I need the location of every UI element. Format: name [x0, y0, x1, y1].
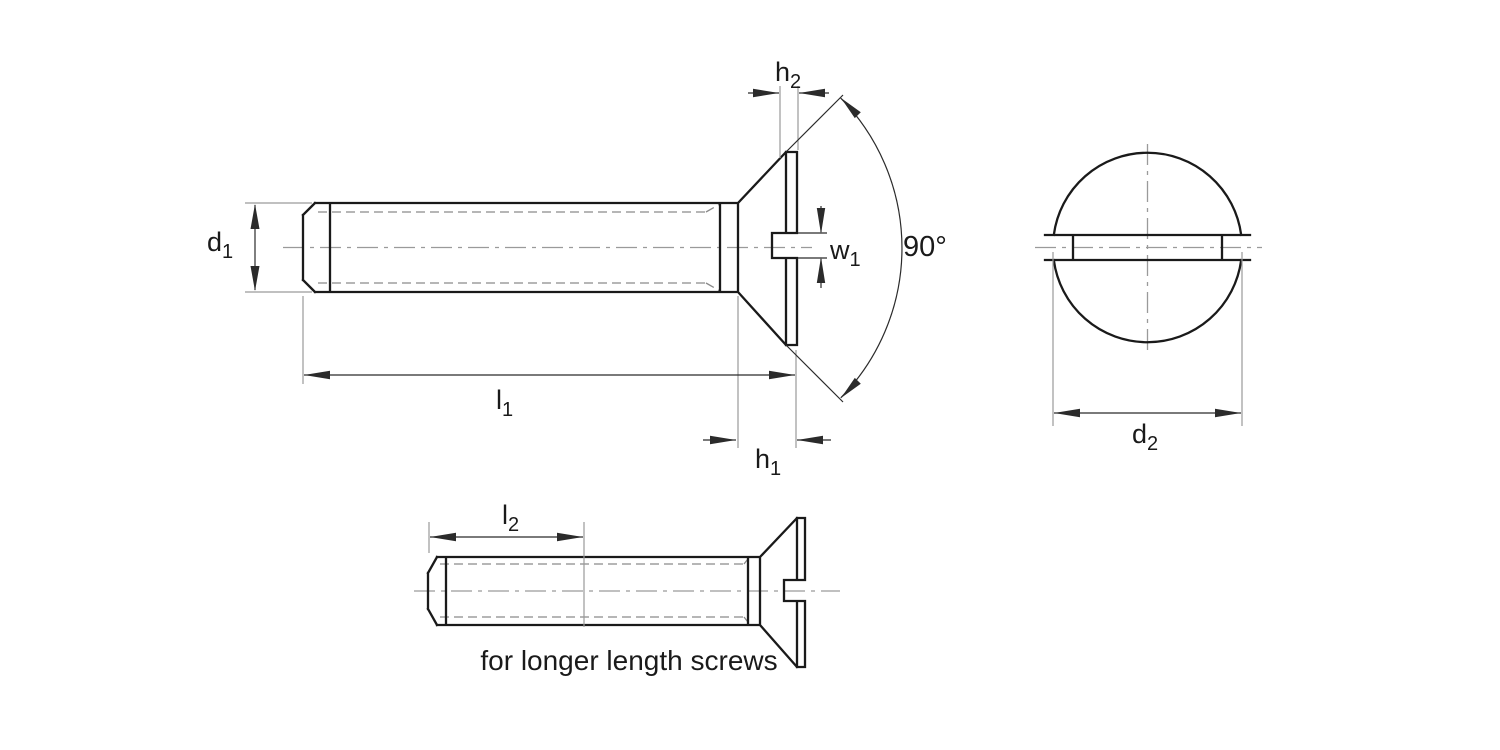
- label-l1-sub: 1: [502, 399, 513, 421]
- long-screw-caption: for longer length screws: [480, 645, 777, 676]
- label-l1: l1: [496, 385, 513, 421]
- label-d1: d1: [207, 227, 233, 263]
- label-l1-base: l: [496, 385, 502, 415]
- label-d2-sub: 2: [1147, 433, 1158, 455]
- label-90-degrees: 90°: [903, 231, 947, 263]
- label-l2-sub: 2: [508, 514, 519, 536]
- front-view: d2: [1035, 144, 1262, 455]
- label-h1-sub: 1: [770, 458, 781, 480]
- label-h1: h1: [755, 444, 781, 480]
- label-h1-base: h: [755, 444, 770, 474]
- label-h2-base: h: [775, 57, 790, 87]
- side-arrowheads: [250, 88, 861, 445]
- side-extension-lines: [245, 86, 799, 448]
- side-screw-outline: [301, 150, 799, 347]
- label-h2-sub: 2: [790, 71, 801, 93]
- label-d1-base: d: [207, 227, 222, 257]
- label-d1-sub: 1: [222, 241, 233, 263]
- label-w1-base: w: [829, 235, 850, 265]
- side-dimension-lines: [254, 92, 903, 441]
- front-extension-lines: [1052, 252, 1243, 426]
- label-l2-base: l: [502, 500, 508, 530]
- label-d2: d2: [1132, 419, 1158, 455]
- label-w1: w1: [829, 235, 861, 271]
- long-screw-extension-lines: [428, 522, 585, 627]
- long-screw-view: l2 for longer length screws: [414, 500, 840, 676]
- front-centerlines: [1035, 144, 1262, 352]
- label-w1-sub: 1: [850, 249, 861, 271]
- front-head-outline: [1043, 151, 1252, 344]
- label-d2-base: d: [1132, 419, 1147, 449]
- side-view: d1 h2 w1 90° l1 h1: [207, 57, 947, 480]
- label-h2: h2: [775, 57, 801, 93]
- long-screw-outline: [426, 516, 807, 669]
- label-l2: l2: [502, 500, 519, 536]
